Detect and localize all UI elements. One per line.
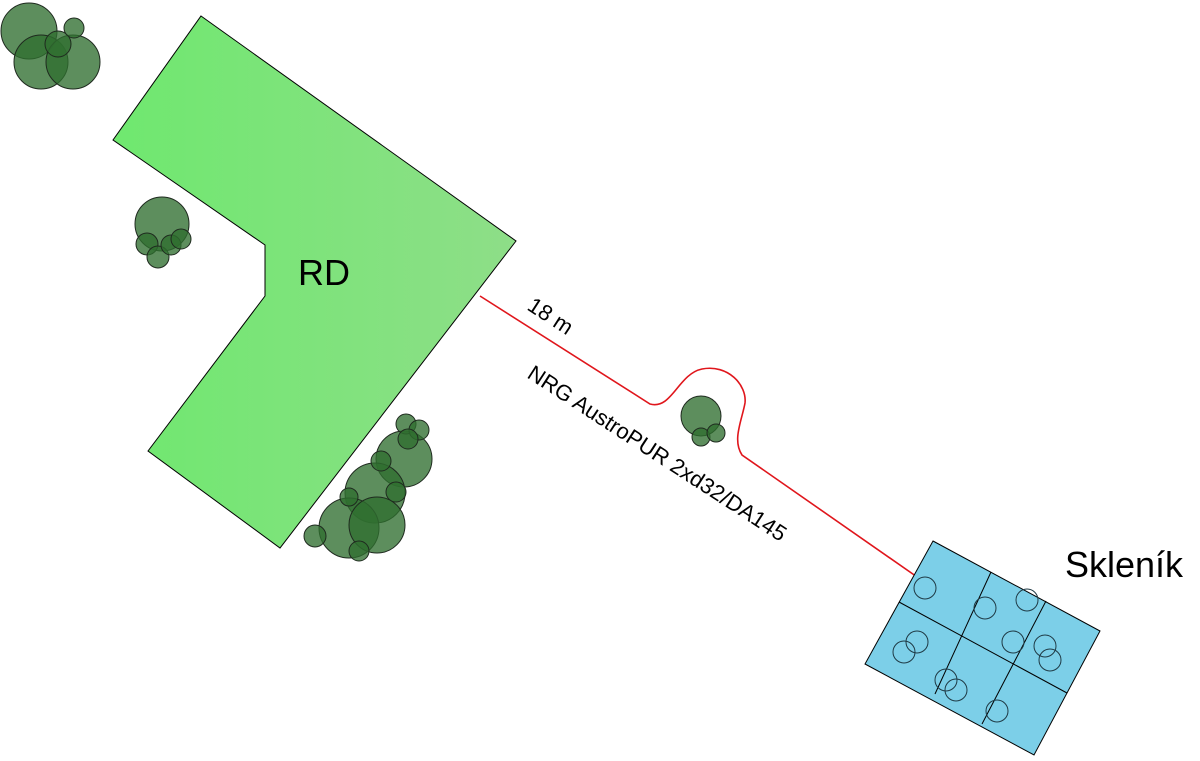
plant-circle xyxy=(1015,588,1039,612)
house-label: RD xyxy=(298,252,350,293)
plant-circle xyxy=(1033,634,1057,658)
pipe-type-label: NRG AustroPUR 2xd32/DA145 xyxy=(523,360,791,546)
plant-circle xyxy=(1001,630,1025,654)
pipe-length-label: 18 m xyxy=(523,292,578,340)
tree-canopy xyxy=(348,496,406,554)
plant-circle xyxy=(892,640,916,664)
greenhouse-label: Skleník xyxy=(1065,544,1184,585)
tree-canopy xyxy=(397,428,419,450)
plant-circle xyxy=(1038,648,1062,672)
tree-canopy xyxy=(385,481,407,503)
pipe-connection xyxy=(479,295,921,580)
greenhouse-outline xyxy=(864,540,1101,756)
tree-cluster-left xyxy=(134,196,192,269)
tree-cluster-top-left xyxy=(0,2,101,90)
tree-canopy xyxy=(339,487,359,507)
tree-cluster-bottom xyxy=(303,413,433,562)
greenhouse-grid-line xyxy=(981,600,1047,725)
plant-circle xyxy=(913,576,937,600)
tree-canopy xyxy=(63,17,85,39)
plant-circle xyxy=(905,630,929,654)
tree-canopy xyxy=(170,228,192,250)
tree-canopy xyxy=(370,450,392,472)
plant-circle xyxy=(944,678,968,702)
plant-circle xyxy=(973,596,997,620)
tree-canopy xyxy=(303,524,327,548)
greenhouse-grid-line xyxy=(934,571,992,695)
plant-circle xyxy=(934,668,958,692)
house-building xyxy=(112,15,517,549)
tree-near-pipe xyxy=(680,395,726,447)
tree-canopy xyxy=(348,540,370,562)
plant-circle xyxy=(985,699,1009,723)
greenhouse-grid-line xyxy=(898,601,1068,694)
tree-canopy xyxy=(706,423,726,443)
greenhouse xyxy=(864,540,1101,756)
tree-canopy xyxy=(44,30,72,58)
